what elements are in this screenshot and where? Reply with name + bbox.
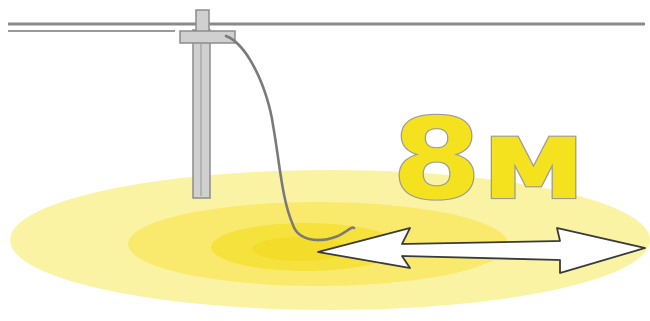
distance-label: 8м [392,95,586,225]
utility-pole-icon [180,10,235,198]
